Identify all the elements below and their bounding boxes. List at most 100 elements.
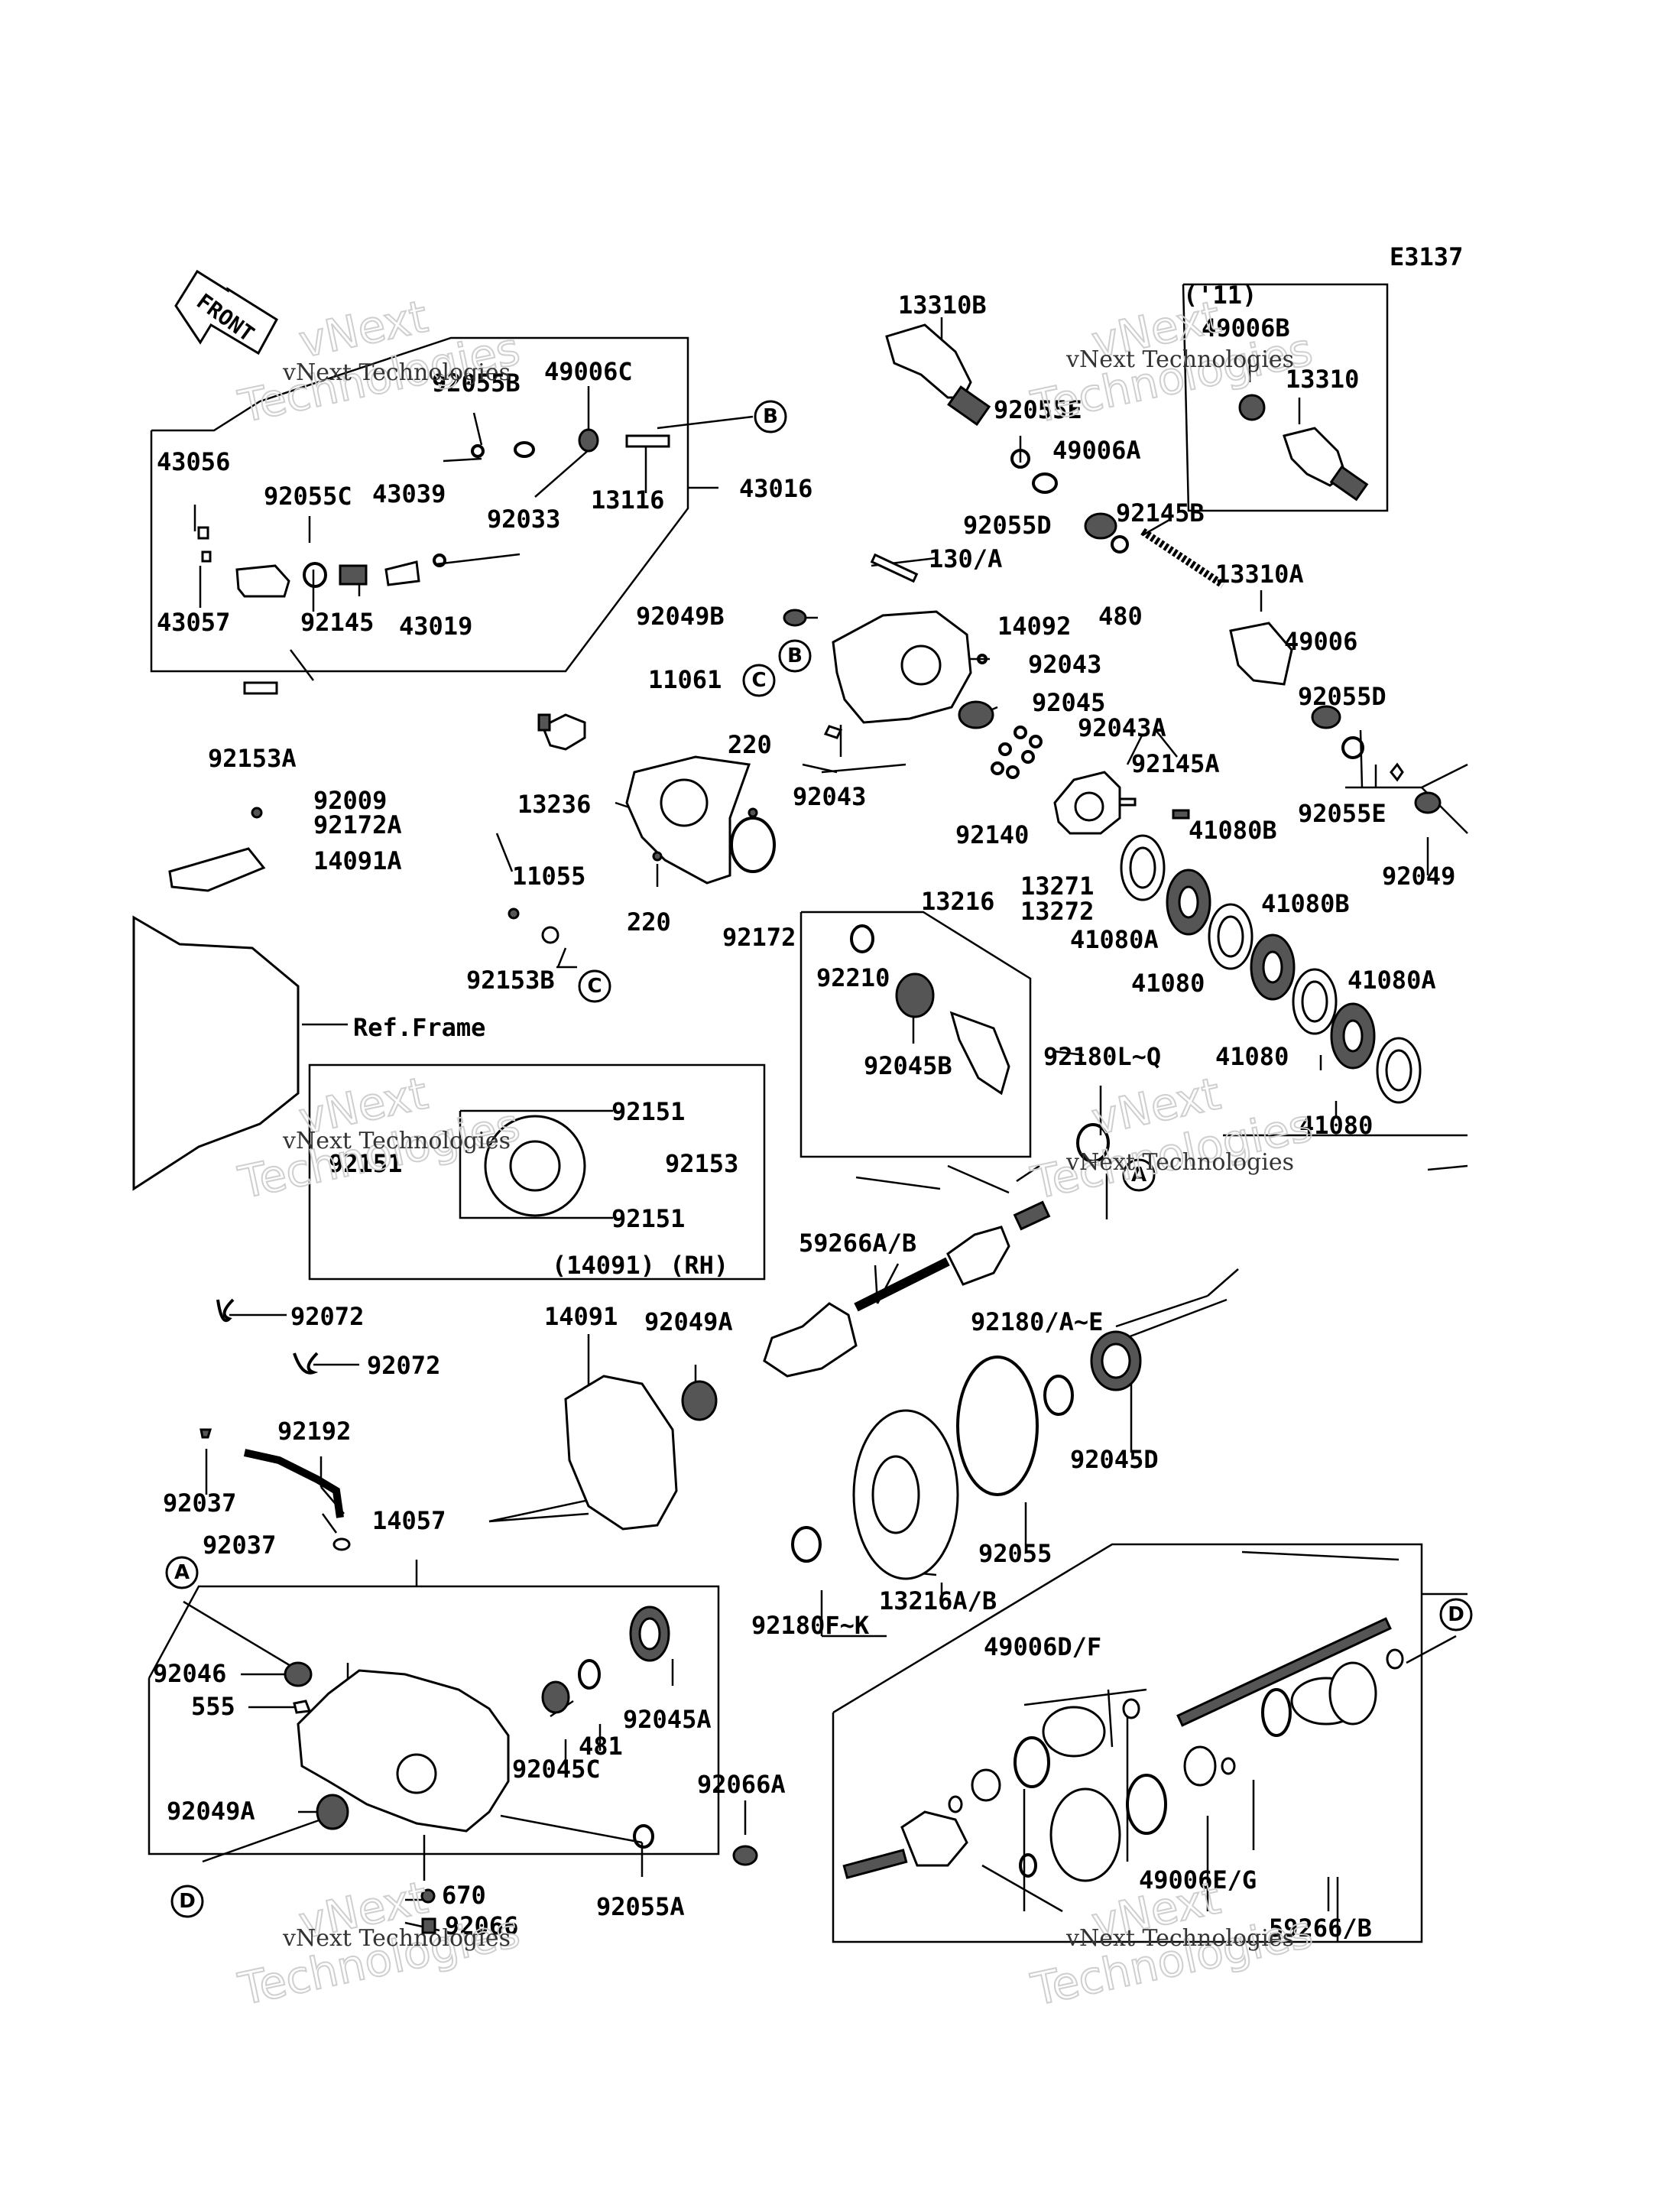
label-49006C: 49006C	[544, 357, 633, 386]
label-92192: 92192	[277, 1417, 351, 1446]
shaft-43039	[384, 560, 420, 586]
label-13216: 13216	[921, 887, 994, 916]
nut-92066	[421, 1917, 436, 1934]
label-92145B: 92145B	[1116, 498, 1205, 528]
label-41080A-2: 41080A	[1348, 966, 1436, 995]
spring-92145B	[1140, 528, 1225, 589]
bolt-130A	[870, 553, 919, 583]
label-555: 555	[191, 1692, 235, 1721]
label-41080-3: 41080	[1299, 1111, 1373, 1140]
o-ring-92055	[956, 1355, 1039, 1496]
label-14057: 14057	[372, 1506, 446, 1535]
nut-92066A	[732, 1845, 758, 1866]
clip-92072-b	[293, 1352, 319, 1375]
part-13236-bolt	[537, 713, 551, 732]
bearing-92045	[958, 700, 994, 729]
pinion-13216	[949, 1011, 1010, 1096]
label-92037-b: 92037	[203, 1531, 276, 1560]
callout-a-left: A	[165, 1556, 199, 1589]
joint-cup-59266B	[1328, 1661, 1377, 1726]
pin-92043A	[1118, 797, 1137, 807]
svg-text:vNext Technologies: vNext Technologies	[282, 1925, 511, 1952]
label-130A: 130/A	[929, 544, 1002, 573]
svg-text:A: A	[1131, 1164, 1146, 1187]
svg-text:B: B	[787, 644, 803, 667]
label-13216AB: 13216A/B	[879, 1586, 997, 1615]
label-14092: 14092	[997, 612, 1071, 641]
label-41080B-1: 41080B	[1189, 816, 1277, 845]
label-13272: 13272	[1020, 897, 1094, 926]
label-13271: 13271	[1020, 872, 1094, 901]
label-43019: 43019	[399, 612, 472, 641]
callouts: B B C C A A D D	[165, 400, 1473, 1918]
pin-92145A	[1172, 809, 1190, 820]
svg-text:vNext Technologies: vNext Technologies	[1065, 346, 1294, 373]
watermark-2: vNext Technologies vNext Technologies	[1026, 290, 1318, 434]
part-13271-hole	[1074, 791, 1104, 822]
clamp-small	[1019, 1853, 1037, 1878]
label-92180LQ: 92180L~Q	[1043, 1042, 1161, 1071]
label-481: 481	[579, 1732, 623, 1761]
ring-circlip	[1261, 1688, 1292, 1737]
ring-480	[1111, 535, 1129, 554]
label-92009: 92009	[313, 786, 387, 815]
inset-cover-hub	[509, 1140, 561, 1192]
svg-text:vNext Technologies: vNext Technologies	[1065, 1149, 1294, 1176]
bearing-cage-b	[1183, 1745, 1217, 1787]
ring-small-d	[1386, 1648, 1404, 1670]
frame-lines	[148, 283, 1423, 1943]
axle-joint-59266A	[946, 1226, 1010, 1286]
bolt-43056	[197, 526, 209, 540]
seal-49006B	[1238, 394, 1266, 421]
spring-92145	[339, 564, 368, 586]
shaft-13116	[625, 434, 670, 448]
label-92043-a: 92043	[1028, 650, 1101, 679]
label-92045C: 92045C	[512, 1755, 601, 1784]
ring-92055A	[633, 1824, 654, 1849]
label-14091A: 14091A	[313, 846, 402, 875]
diagram-code: E3137	[1390, 242, 1463, 271]
axle-shaft-59266A	[854, 1257, 950, 1312]
shim-92180FK	[791, 1526, 822, 1563]
label-59266AB: 59266A/B	[799, 1229, 916, 1258]
label-92145: 92145	[300, 608, 374, 637]
ring-92055D-r	[1341, 736, 1364, 759]
label-92055E-top: 92055E	[994, 395, 1082, 424]
seal-49006A	[1084, 512, 1117, 540]
bearing-92045B	[895, 972, 935, 1018]
gear-case-bore	[900, 644, 942, 686]
bolt-92153A	[243, 681, 278, 695]
bearing-92045D-inner	[1101, 1343, 1131, 1379]
clamp-49006D	[1014, 1736, 1050, 1788]
label-92045: 92045	[1032, 688, 1105, 717]
svg-text:vNext Technologies: vNext Technologies	[1065, 1925, 1294, 1952]
label-92049A-top: 92049A	[644, 1307, 733, 1336]
label-49006DF: 49006D/F	[984, 1632, 1101, 1661]
seal-92049A-top	[681, 1380, 718, 1421]
spline-inner-59266B	[842, 1849, 908, 1879]
ring-gear-hub	[871, 1455, 920, 1534]
label-670: 670	[442, 1881, 486, 1910]
washer-43019	[433, 554, 446, 567]
inset-box	[308, 1063, 766, 1281]
axle-spline-59266A	[1013, 1200, 1051, 1231]
label-480: 480	[1098, 602, 1143, 631]
axle-boot-59266A	[763, 1302, 858, 1378]
ring-481	[578, 1659, 601, 1690]
joint-13310A	[1229, 622, 1293, 686]
label-13236: 13236	[517, 790, 591, 819]
pin-43057	[201, 550, 212, 563]
ring-small-a	[1122, 1698, 1140, 1719]
label-92172A: 92172A	[313, 810, 402, 839]
seal-92046	[284, 1661, 313, 1687]
svg-text:vNext Technologies: vNext Technologies	[282, 359, 511, 386]
label-13310B: 13310B	[898, 291, 987, 320]
label-41080-2: 41080	[1215, 1042, 1289, 1071]
shaft-59266B	[1176, 1617, 1392, 1727]
balls-92140	[991, 726, 1043, 779]
clamp-92037-b	[332, 1537, 351, 1551]
label-92151-c: 92151	[611, 1204, 685, 1233]
watermark-1: vNext Technologies vNext Technologies	[233, 290, 525, 434]
seal-92049	[1414, 791, 1442, 814]
